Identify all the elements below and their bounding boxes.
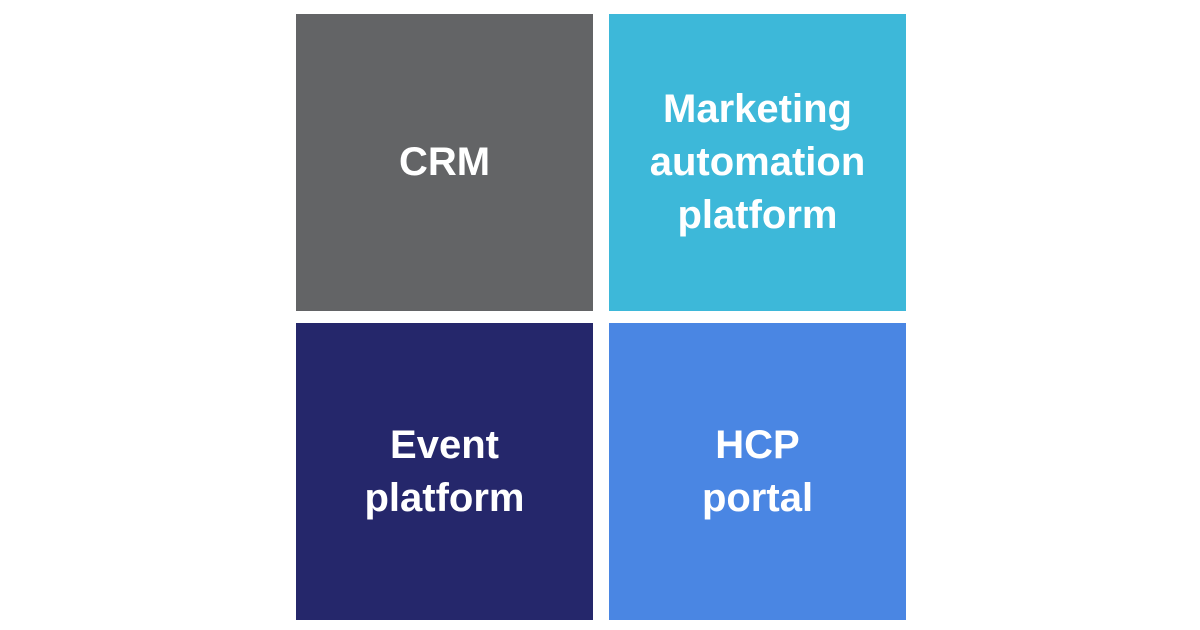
tile-event-platform: Event platform (296, 323, 593, 620)
tile-marketing-automation-platform: Marketing automation platform (609, 14, 906, 311)
tile-grid: CRM Marketing automation platform Event … (296, 14, 906, 620)
tile-hcp-portal-label: HCP portal (701, 422, 814, 520)
tile-crm: CRM (296, 14, 593, 311)
tile-crm-label: CRM (398, 140, 491, 184)
tile-marketing-automation-platform-label: Marketing automation platform (649, 87, 866, 237)
tile-hcp-portal: HCP portal (609, 323, 906, 620)
tile-event-platform-label: Event platform (364, 422, 525, 520)
